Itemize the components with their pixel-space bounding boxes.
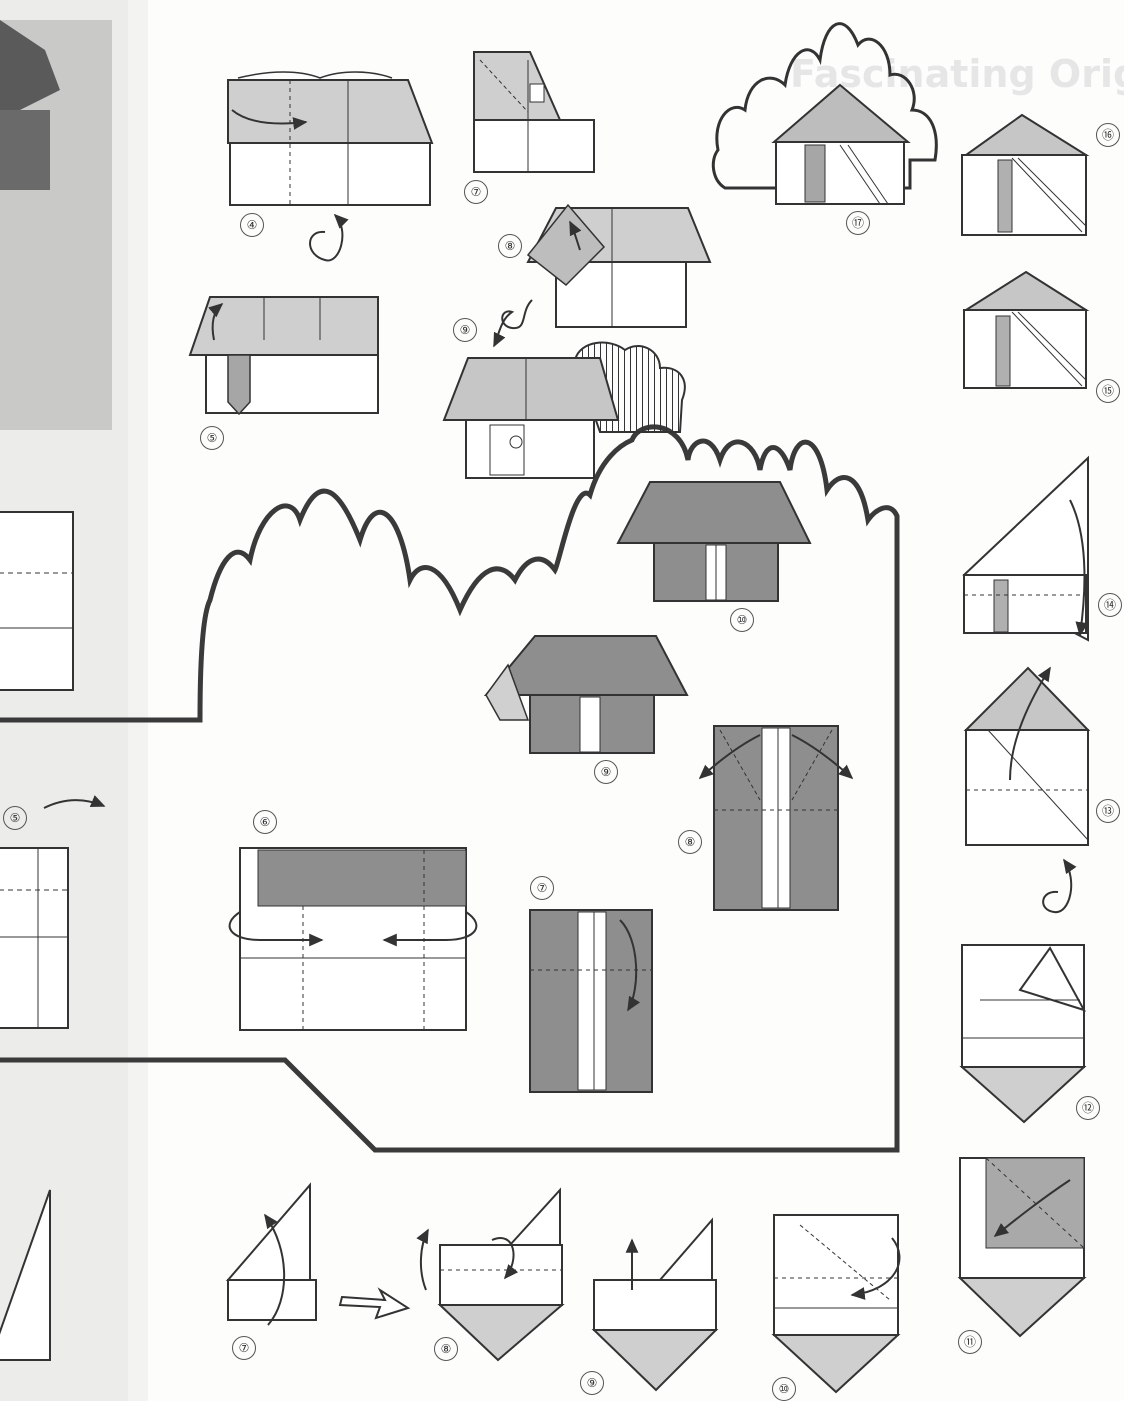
step-label-top-8: ⑧ [498,234,522,258]
step-label-5: ⑤ [200,426,224,450]
step-label-9: ⑨ [594,760,618,784]
diagram-step-7-bottom [228,1185,316,1325]
step-label-8: ⑧ [678,830,702,854]
diagram-step-13 [966,668,1088,845]
next-step-arrow-bottom [340,1290,408,1318]
house-photo-wall [0,110,50,190]
step-label-bottom-9: ⑨ [580,1371,604,1395]
diagram-step-9-bottom [594,1220,716,1390]
step-label-top-9: ⑨ [453,318,477,342]
step-label-left-5: ⑤ [3,806,27,830]
step-label-14: ⑭ [1098,593,1122,617]
diagram-step-11 [960,1158,1084,1336]
diagram-step-8-bottom [421,1190,562,1360]
step-label-17: ⑰ [846,211,870,235]
turn-over-arrow-3 [1043,860,1071,912]
left-page-strip [0,0,140,1401]
diagram-top-step-8 [528,205,710,327]
step-label-7: ⑦ [530,876,554,900]
diagram-step-14 [964,458,1088,640]
diagram-step-17 [713,24,936,204]
diagram-house-step-10 [618,482,810,601]
step-label-16: ⑯ [1096,123,1120,147]
step-label-bottom-10: ⑩ [772,1377,796,1401]
left-diagram-box-2 [0,848,68,1028]
diagram-step-5 [190,297,378,414]
diagram-step-12 [962,945,1084,1122]
left-diagram-box-1 [0,512,73,690]
step-label-12: ⑫ [1076,1096,1100,1120]
step-label-15: ⑮ [1096,379,1120,403]
step-label-6: ⑥ [253,810,277,834]
step-label-10: ⑩ [730,608,754,632]
turn-over-arrow-1 [310,215,342,260]
diagram-top-step-7 [474,52,594,172]
step-label-4: ④ [240,213,264,237]
step-label-13: ⑬ [1096,799,1120,823]
step-label-11: ⑪ [958,1330,982,1354]
diagram-step-6-mid [230,848,477,1030]
diagram-step-10-bottom [774,1215,899,1392]
diagram-step-4 [228,72,432,205]
step-label-top-7: ⑦ [464,180,488,204]
step-label-bottom-8: ⑧ [434,1337,458,1361]
diagram-top-step-9 [444,343,685,478]
step-label-bottom-7: ⑦ [232,1336,256,1360]
diagram-step-8-mid [700,726,852,910]
diagram-step-7-mid [530,910,652,1092]
diagram-step-15 [964,272,1086,388]
diagram-house-step-9 [486,636,687,753]
diagram-step-16 [962,115,1086,235]
turn-over-arrow-2 [494,300,532,346]
